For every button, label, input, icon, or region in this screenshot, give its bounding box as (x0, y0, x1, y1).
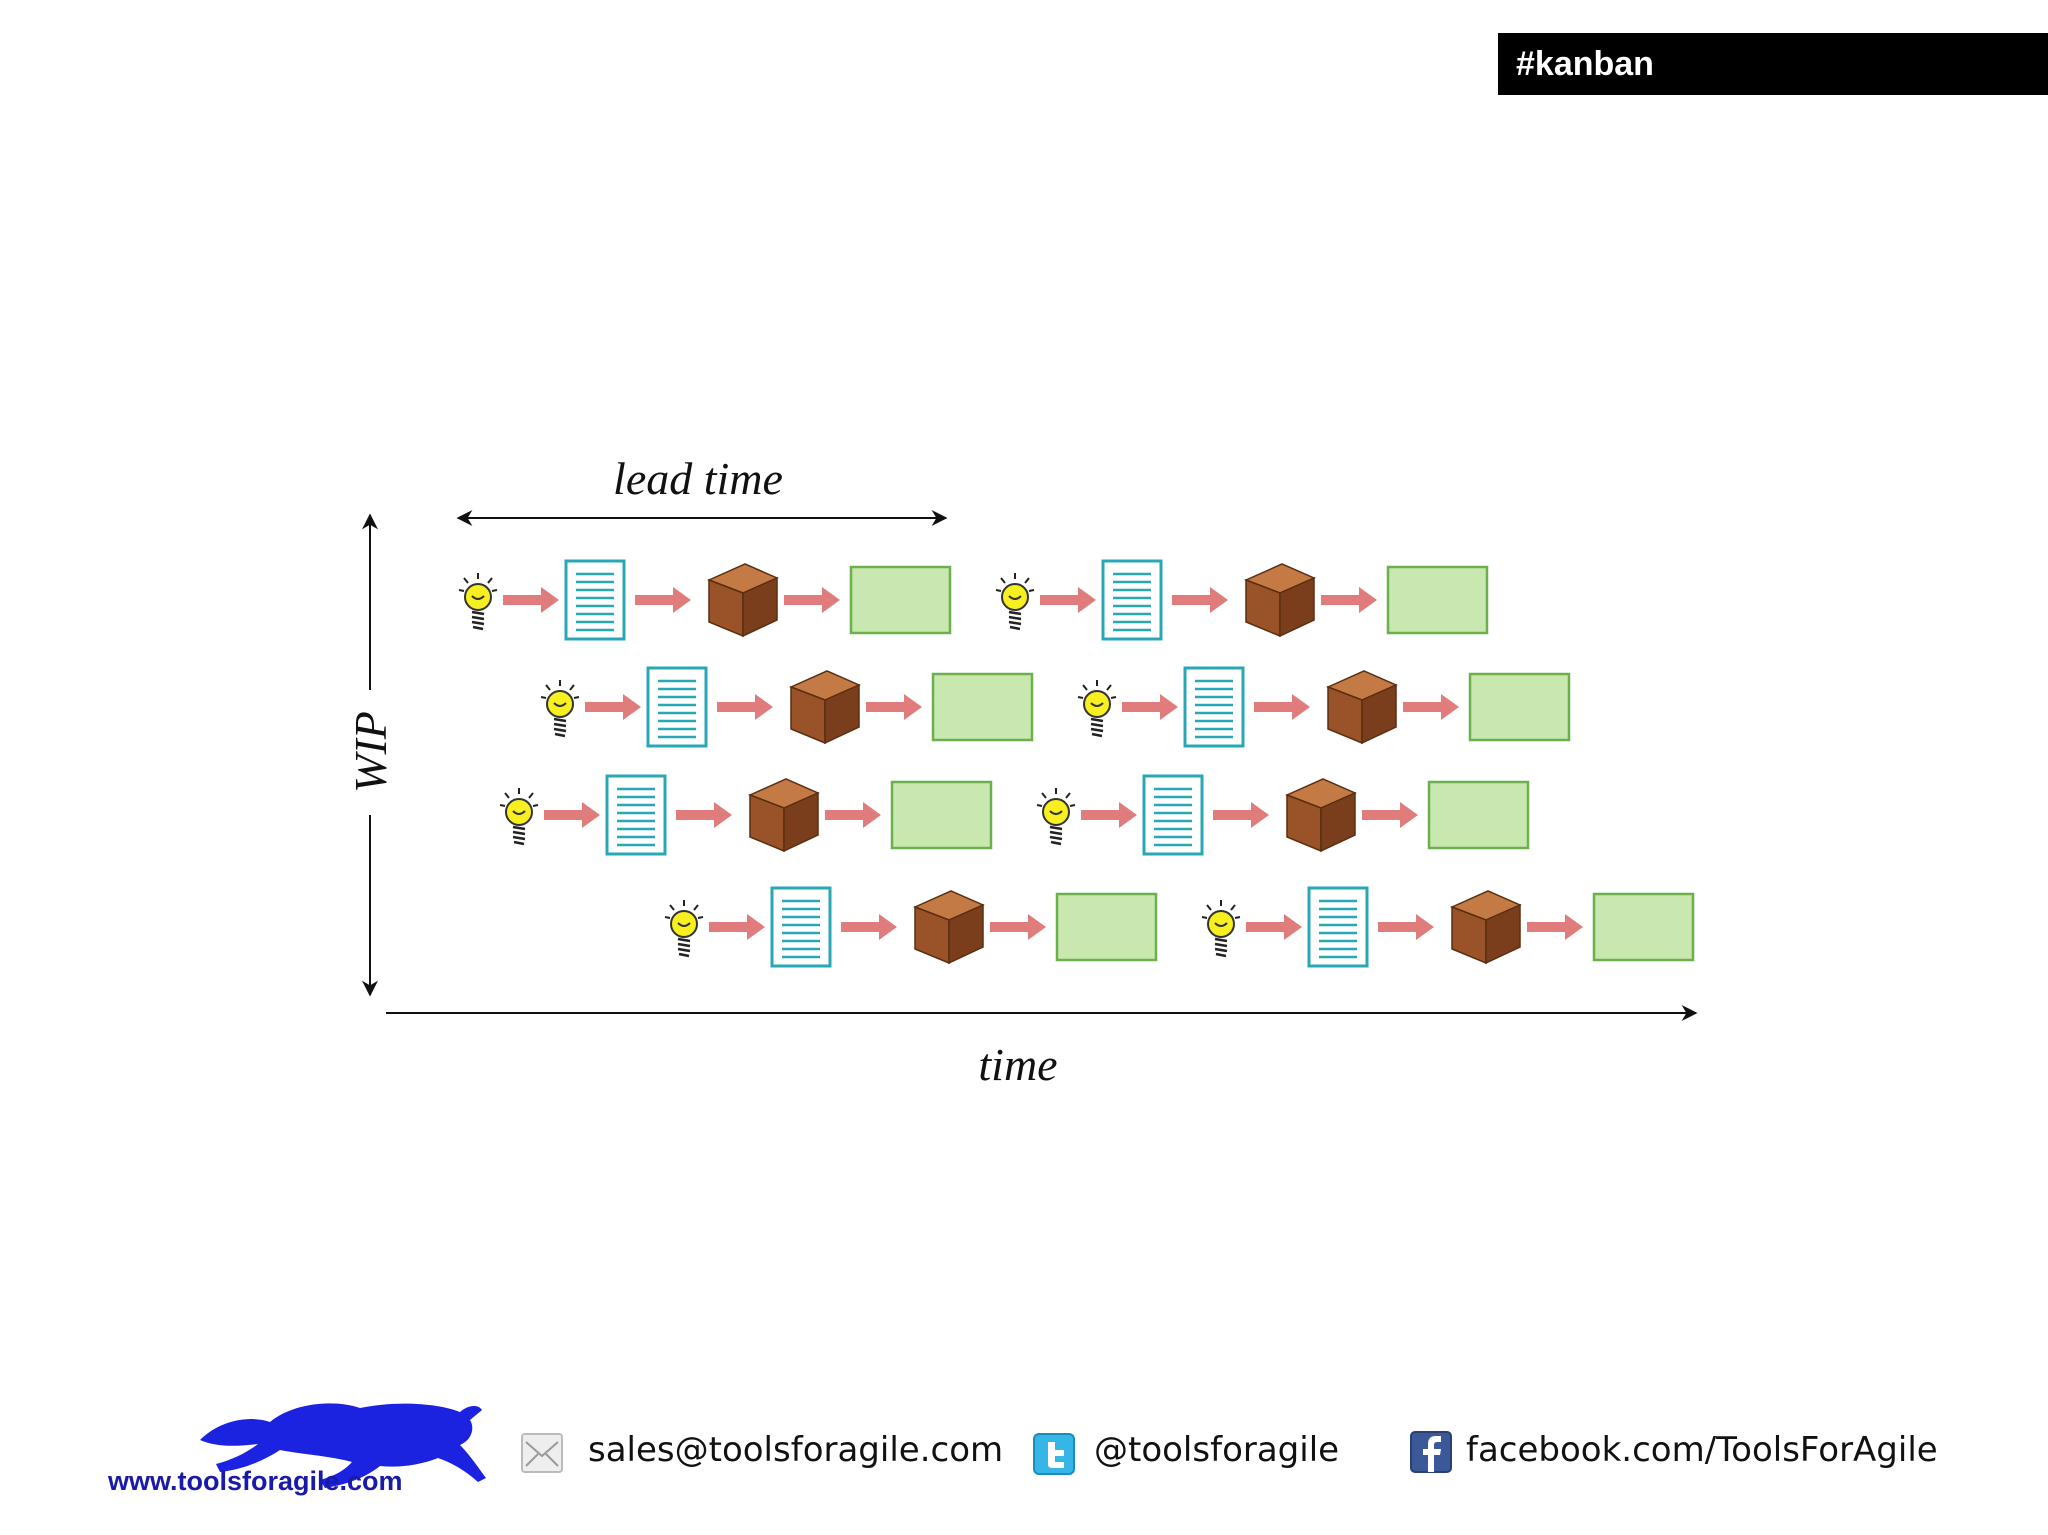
flow-row-1 (459, 561, 1487, 639)
email-icon (521, 1433, 563, 1473)
flow-row-4 (665, 888, 1693, 966)
logo-url[interactable]: www.toolsforagile.com (108, 1466, 403, 1496)
facebook-link[interactable]: facebook.com/ToolsForAgile (1466, 1430, 1938, 1470)
twitter-icon (1033, 1433, 1075, 1475)
lead-time-label: lead time (613, 453, 783, 504)
kanban-tag: #kanban (1498, 33, 2048, 95)
panther-logo-icon (200, 1403, 486, 1488)
wip-label: WIP (345, 711, 396, 793)
facebook-icon (1410, 1431, 1452, 1473)
twitter-link[interactable]: @toolsforagile (1094, 1430, 1340, 1470)
email-link[interactable]: sales@toolsforagile.com (588, 1430, 1004, 1470)
time-label: time (978, 1039, 1057, 1090)
flow-row-2 (541, 668, 1569, 746)
flow-row-3 (500, 776, 1528, 854)
